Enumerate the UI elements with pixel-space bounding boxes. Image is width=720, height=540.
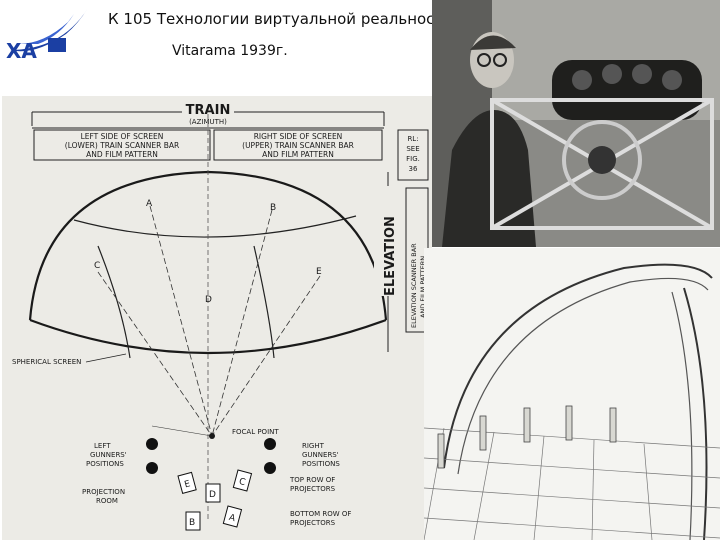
projection-room-label-2: ROOM (96, 497, 118, 505)
right-side-label-3: AND FILM PATTERN (262, 150, 334, 159)
projector-b: B (189, 518, 195, 528)
page-title: К 105 Технологии виртуальной реальности (108, 10, 453, 28)
right-gunners-label-3: POSITIONS (302, 460, 340, 468)
dome-projection-diagram: TRAIN (AZIMUTH) LEFT SIDE OF SCREEN (LOW… (2, 96, 432, 540)
right-gunners-label-2: GUNNERS' (302, 451, 339, 459)
right-side-label-1: RIGHT SIDE OF SCREEN (254, 132, 343, 141)
ref-label-3: FIG. (406, 155, 420, 163)
left-side-label-1: LEFT SIDE OF SCREEN (81, 132, 164, 141)
dome-sketch (424, 248, 720, 540)
rocket-swoosh-logo-icon: ХА (4, 4, 92, 64)
spherical-screen-label: SPHERICAL SCREEN (12, 358, 81, 366)
projection-room-label-1: PROJECTION (82, 488, 125, 496)
focal-point-label: FOCAL POINT (232, 428, 279, 436)
ray-label-b: B (270, 203, 276, 213)
ray-label-a: A (146, 199, 153, 209)
ray-label-d: D (205, 295, 212, 305)
bottom-row-label-2: PROJECTORS (290, 519, 336, 527)
left-gunners-label-1: LEFT (94, 442, 111, 450)
elevation-label: ELEVATION (383, 216, 398, 296)
left-gunners-label-2: GUNNERS' (90, 451, 127, 459)
ref-label-4: 36 (409, 165, 418, 173)
top-row-label-2: PROJECTORS (290, 485, 336, 493)
inventor-photo (432, 0, 720, 247)
elevation-scanner-label-1: ELEVATION SCANNER BAR (410, 243, 418, 328)
projector-d: D (209, 490, 216, 500)
ref-label-2: SEE (406, 145, 419, 153)
left-side-label-2: (LOWER) TRAIN SCANNER BAR (65, 141, 179, 150)
left-side-label-3: AND FILM PATTERN (86, 150, 158, 159)
svg-text:ХА: ХА (6, 39, 37, 63)
ray-label-c: C (94, 261, 100, 271)
bottom-row-label-1: BOTTOM ROW OF (290, 510, 351, 518)
top-row-label-1: TOP ROW OF (289, 476, 335, 484)
page-subtitle: Vitarama 1939г. (172, 43, 288, 59)
left-gunners-label-3: POSITIONS (86, 460, 124, 468)
right-gunners-label-1: RIGHT (302, 442, 325, 450)
ref-label-1: RL: (407, 135, 418, 143)
right-side-label-2: (UPPER) TRAIN SCANNER BAR (242, 141, 354, 150)
ray-label-e: E (316, 267, 322, 277)
